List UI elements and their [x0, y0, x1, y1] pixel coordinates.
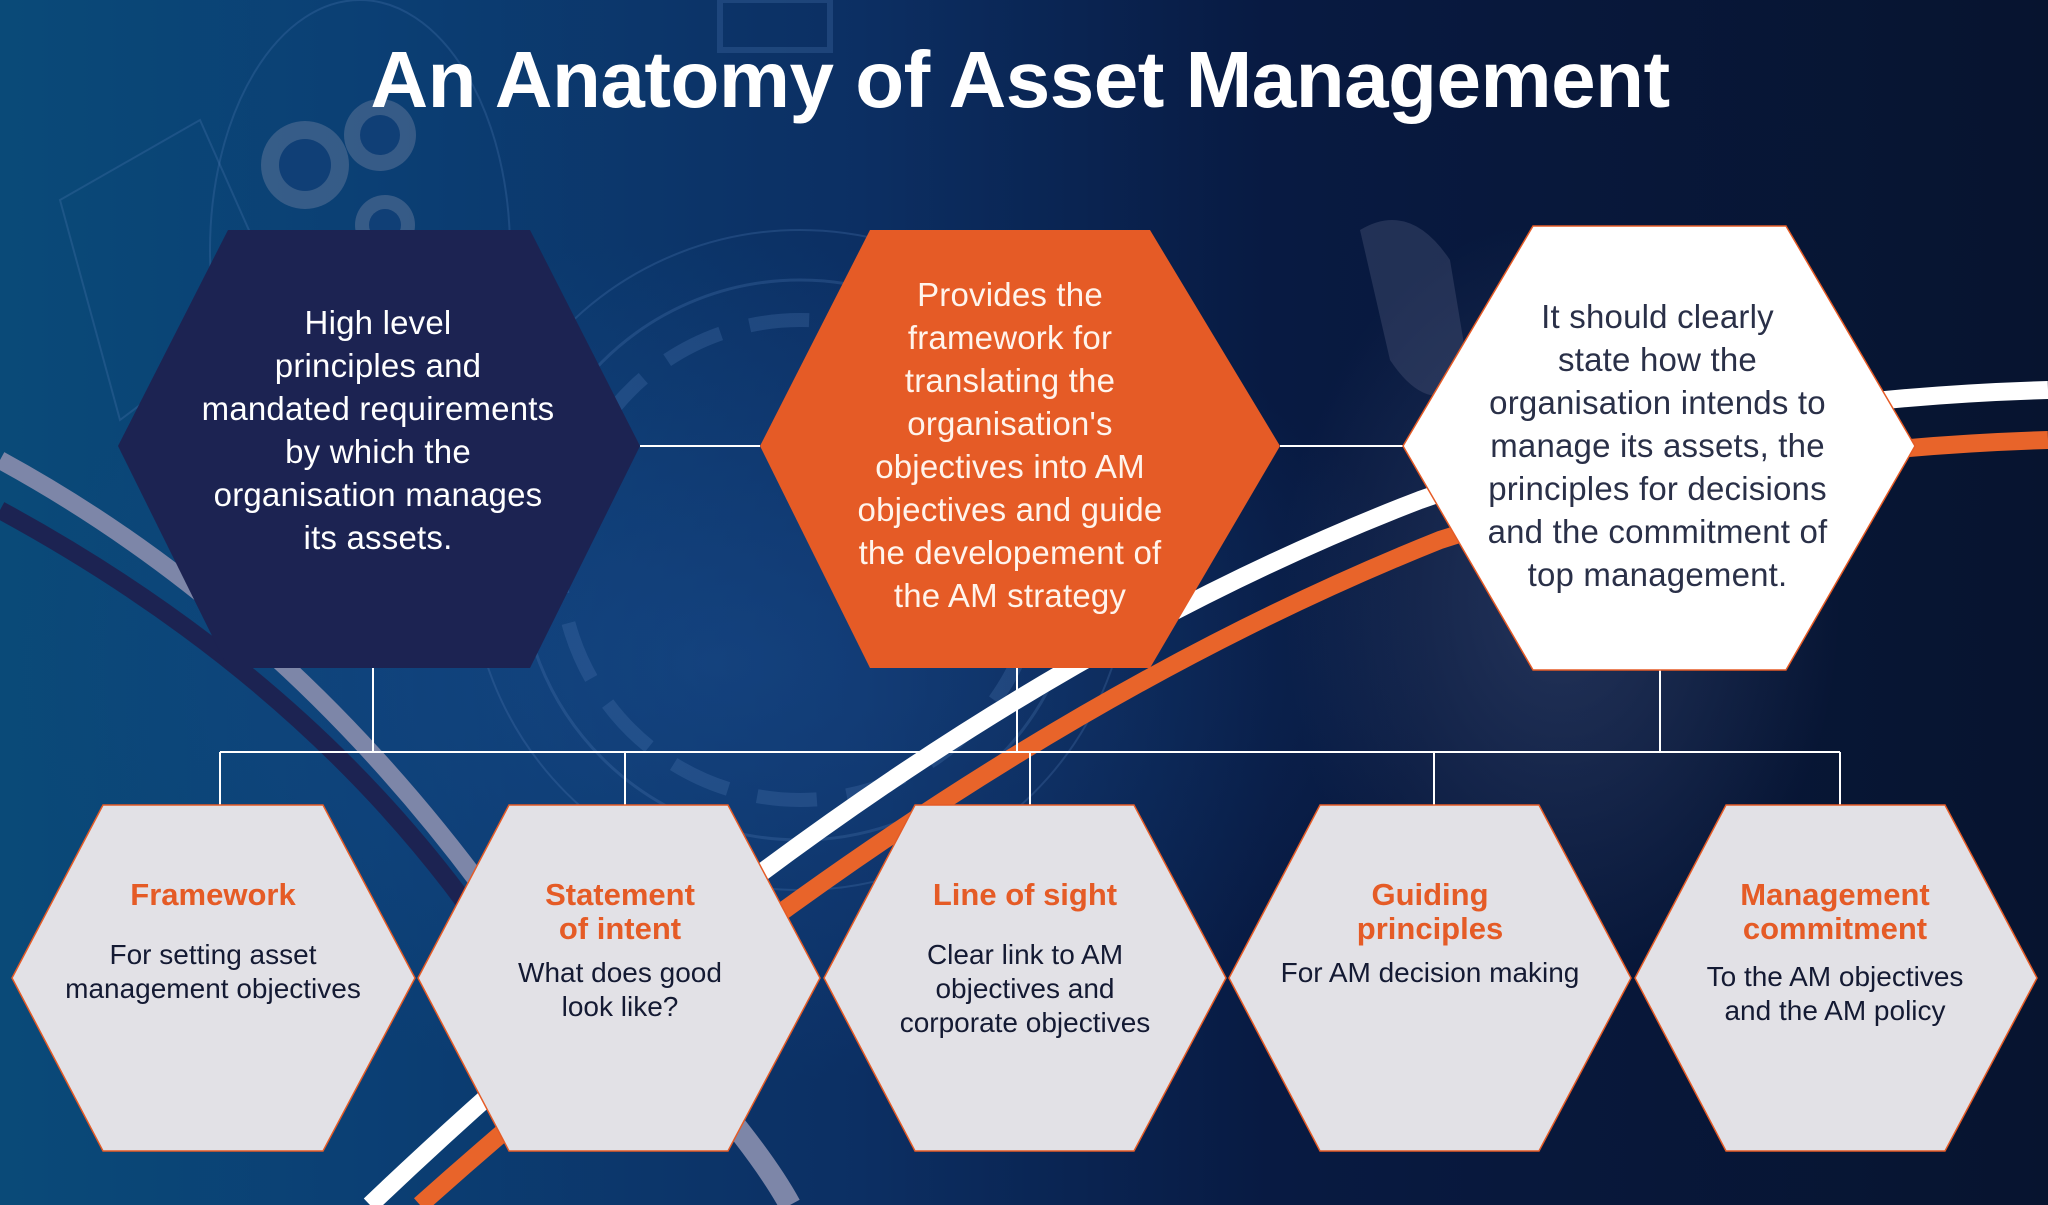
text-line: principles [1356, 911, 1504, 946]
management-commitment-card: Management commitment To the AM objectiv… [1655, 878, 2015, 1028]
statement-of-intent-card: Statement of intent What does good look … [440, 878, 800, 1024]
strategy-description: Provides the framework for translating t… [800, 270, 1220, 620]
framework-title: Framework [130, 877, 296, 912]
text-line: manage its assets, the [1490, 426, 1825, 464]
statement-of-intent-description: What does good look like? [518, 956, 722, 1024]
framework-description: For setting asset management objectives [65, 938, 361, 1006]
text-line: objectives into AM [875, 448, 1145, 485]
text-line: look like? [561, 991, 679, 1022]
text-line: principles for decisions [1488, 469, 1827, 507]
management-commitment-title: Management commitment [1740, 878, 1929, 946]
hexagon-strategy [760, 230, 1280, 668]
text-line: It should clearly [1541, 297, 1774, 335]
text-line: Management [1740, 877, 1930, 912]
text-line: mandated requirements [201, 390, 555, 427]
text-line: To the AM objectives [1706, 961, 1964, 992]
text-line: by which the [285, 433, 471, 470]
text-line: organisation's [907, 405, 1113, 442]
hexagon-policy [118, 230, 640, 668]
page-title: An Anatomy of Asset Management [370, 35, 1670, 124]
hexagon-guiding-principles [1228, 804, 1632, 1152]
statement-of-intent-title: Statement of intent [545, 878, 695, 946]
text-line: and the commitment of [1487, 512, 1828, 550]
guiding-principles-title: Guiding principles [1357, 878, 1503, 946]
text-line: commitment [1742, 911, 1928, 946]
hexagon-statement-of-intent [417, 804, 821, 1152]
line-of-sight-description: Clear link to AM objectives and corporat… [900, 938, 1151, 1040]
text-line: corporate objectives [899, 1007, 1151, 1038]
text-line: the developement of [858, 534, 1162, 571]
management-commitment-description: To the AM objectives and the AM policy [1707, 960, 1964, 1028]
text-line: and the AM policy [1724, 995, 1946, 1026]
text-line: organisation manages [213, 476, 543, 513]
text-line: objectives and guide [857, 491, 1163, 528]
connector-lines [219, 445, 1841, 805]
line-of-sight-card: Line of sight Clear link to AM objective… [845, 878, 1205, 1040]
text-line: What does good [518, 957, 722, 988]
text-line: management objectives [65, 973, 361, 1004]
framework-card: Framework For setting asset management o… [33, 878, 393, 1006]
hexagon-management-commitment [1634, 804, 2038, 1152]
text-line: translating the [904, 362, 1116, 399]
line-of-sight-title: Line of sight [932, 877, 1118, 912]
statement-description: It should clearly state how the organisa… [1445, 290, 1870, 600]
text-line: High level [304, 304, 452, 341]
guiding-principles-description: For AM decision making [1281, 956, 1580, 990]
text-line: Guiding [1371, 877, 1489, 912]
policy-description: High level principles and mandated requi… [168, 290, 588, 570]
text-line: the AM strategy [893, 577, 1127, 614]
guiding-principles-card: Guiding principles For AM decision makin… [1250, 878, 1610, 990]
text-line: organisation intends to [1489, 383, 1826, 421]
text-line: Statement [545, 877, 695, 912]
text-line: Provides the [917, 276, 1103, 313]
text-line: Clear link to AM [926, 939, 1124, 970]
text-line: of intent [558, 911, 682, 946]
hexagon-statement [1402, 225, 1916, 671]
hexagon-line-of-sight [823, 804, 1227, 1152]
text-line: its assets. [303, 519, 453, 556]
text-line: top management. [1527, 555, 1788, 593]
text-line: For AM decision making [1280, 957, 1580, 988]
text-line: principles and [274, 347, 482, 384]
hexagon-framework [11, 804, 416, 1152]
text-line: state how the [1558, 340, 1757, 378]
text-line: objectives and [935, 973, 1115, 1004]
text-line: framework for [907, 319, 1113, 356]
text-line: For setting asset [109, 939, 317, 970]
